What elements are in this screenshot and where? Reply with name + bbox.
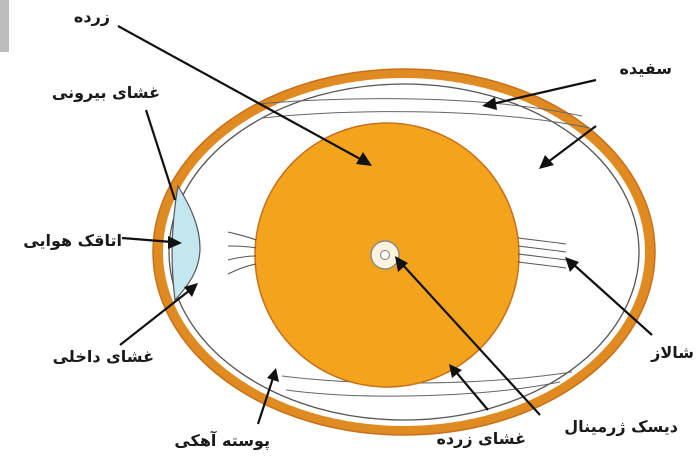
corner-mark	[0, 0, 9, 52]
germinal-disc-center	[381, 251, 390, 260]
label-yolk: زرده	[74, 7, 110, 26]
label-inner-membrane: غشای داخلی	[53, 347, 154, 366]
outer-membrane-leader	[146, 110, 175, 200]
label-germinal-disc: دیسک ژرمینال	[564, 417, 678, 436]
label-outer-membrane: غشای بیرونی	[52, 83, 160, 102]
label-air-cell: اتاقک هوایی	[23, 231, 122, 250]
label-albumen: سفیده	[620, 59, 672, 78]
label-chalaza: شالاز	[650, 343, 694, 362]
label-shell: پوسته آهکی	[174, 430, 270, 451]
label-yolk-membrane: غشای زرده	[436, 429, 526, 448]
